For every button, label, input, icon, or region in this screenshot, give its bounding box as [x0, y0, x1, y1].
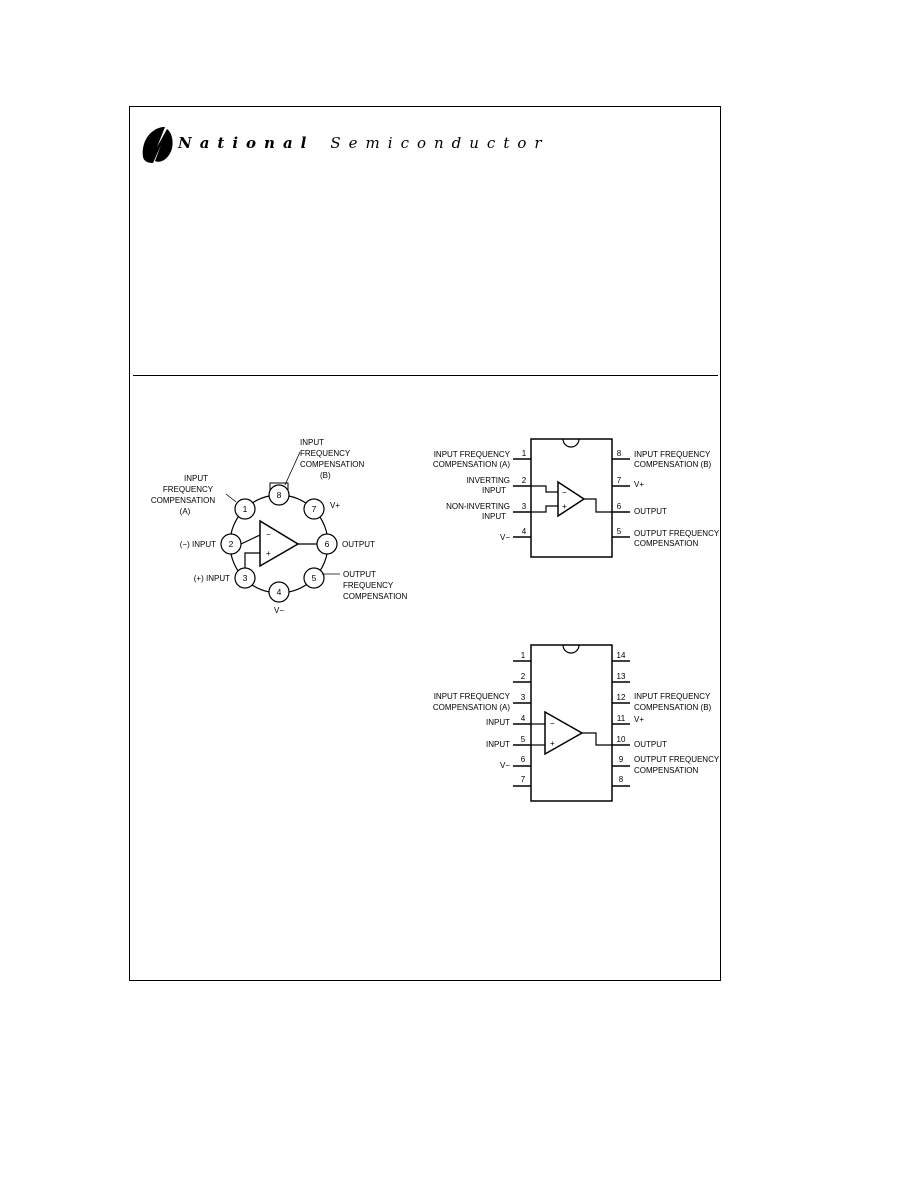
dip14-pin-label: COMPENSATION [634, 766, 699, 775]
dip14-pin-num: 3 [521, 693, 526, 702]
dip14-pin-label: OUTPUT [634, 740, 667, 749]
can-label-comp-b-4: (B) [320, 471, 331, 480]
brand-wordmark: National Semiconductor [178, 134, 550, 152]
dip8-pin-label: V− [500, 533, 510, 542]
dip14-pin-label: INPUT [486, 740, 510, 749]
dip8-pin-label: V+ [634, 480, 644, 489]
dip14-pin-num: 8 [619, 775, 624, 784]
dip14-pin-num: 12 [617, 693, 626, 702]
can-pin-3: 3 [243, 573, 248, 583]
dip8-pin-label: COMPENSATION [634, 539, 699, 548]
can-pin-5: 5 [312, 573, 317, 583]
dip14-pin-num: 10 [617, 735, 626, 744]
dip8-pin-num: 6 [617, 502, 622, 511]
national-logo-icon [142, 127, 173, 163]
dip14-opamp-symbol [544, 710, 584, 756]
metal-can-diagram: 1 2 3 4 5 6 7 8 − + INPUT FREQUENCY COMP… [151, 438, 408, 615]
dip14-minus-sign: − [550, 719, 555, 728]
can-label-comp-a-2: FREQUENCY [163, 485, 214, 494]
can-label-comp-b-2: FREQUENCY [300, 449, 351, 458]
can-label-comp-a-3: COMPENSATION [151, 496, 216, 505]
dip8-pin-label: INPUT [482, 512, 506, 521]
dip8-pin-label: OUTPUT FREQUENCY [634, 529, 720, 538]
dip14-pin-num: 1 [521, 651, 526, 660]
dip14-pin-num: 7 [521, 775, 526, 784]
can-opamp-symbol [259, 519, 300, 568]
can-label-vminus: V− [274, 606, 284, 615]
dip8-pin-label: COMPENSATION (A) [433, 460, 511, 469]
dip14-body [530, 644, 613, 802]
dip14-pin-num: 13 [617, 672, 626, 681]
dip8-pin-label: INPUT [482, 486, 506, 495]
can-label-comp-b-3: COMPENSATION [300, 460, 365, 469]
dip14-pin-label: V+ [634, 715, 644, 724]
page-frame [129, 106, 721, 981]
dip14-pin-label: COMPENSATION (B) [634, 703, 712, 712]
dip8-pin-num: 2 [522, 476, 527, 485]
can-plus-sign: + [266, 549, 271, 558]
can-pin-8: 8 [277, 490, 282, 500]
dip8-pin-label: COMPENSATION (B) [634, 460, 712, 469]
dip14-pin-label: V− [500, 761, 510, 770]
can-label-plus-input: (+) INPUT [194, 574, 230, 583]
dip14-pin-label: INPUT FREQUENCY [434, 692, 511, 701]
brand-suffix: Semiconductor [330, 134, 550, 152]
can-label-comp-a-1: INPUT [184, 474, 208, 483]
can-pin-7: 7 [312, 504, 317, 514]
can-pin-6: 6 [325, 539, 330, 549]
dip14-pin-num: 5 [521, 735, 526, 744]
dip14-pin-label: OUTPUT FREQUENCY [634, 755, 720, 764]
can-label-out-comp-1: OUTPUT [343, 570, 376, 579]
dip8-pin-label: NON-INVERTING [446, 502, 510, 511]
dip8-pin-num: 4 [522, 527, 527, 536]
can-pin-1: 1 [243, 504, 248, 514]
dip14-pin-num: 14 [617, 651, 626, 660]
dip14-pin-num: 4 [521, 714, 526, 723]
can-label-comp-b-1: INPUT [300, 438, 324, 447]
can-label-minus-input: (−) INPUT [180, 540, 216, 549]
dip14-notch [562, 644, 580, 654]
dip8-opamp-symbol [557, 480, 586, 518]
dip8-pin-num: 1 [522, 449, 527, 458]
dip14-pin-num: 2 [521, 672, 526, 681]
dip14-pin-label: INPUT FREQUENCY [634, 692, 711, 701]
can-pins: 1 2 3 4 5 6 7 8 [220, 484, 338, 603]
can-label-vplus: V+ [330, 501, 340, 510]
dip8-pin-num: 8 [617, 449, 622, 458]
can-minus-sign: − [266, 530, 271, 539]
can-label-out-comp-2: FREQUENCY [343, 581, 394, 590]
can-pin-4: 4 [277, 587, 282, 597]
can-label-comp-a-4: (A) [180, 507, 191, 516]
dip14-pin-num: 6 [521, 755, 526, 764]
dip8-pin-label: INPUT FREQUENCY [434, 450, 511, 459]
dip14-plus-sign: + [550, 739, 555, 748]
brand-name: National [178, 134, 315, 152]
dip8-plus-sign: + [562, 502, 567, 511]
dip8-pin-label: INVERTING [467, 476, 510, 485]
dip8-pin-label: OUTPUT [634, 507, 667, 516]
dip14-pin-num: 9 [619, 755, 624, 764]
dip8-pin-num: 5 [617, 527, 622, 536]
can-pin-2: 2 [229, 539, 234, 549]
dip8-diagram: − + 1 INPUT FREQUENCY COMPENSATION (A) 2… [433, 438, 720, 558]
dip8-pin-num: 7 [617, 476, 622, 485]
dip14-pin-num: 11 [617, 714, 626, 723]
dip14-pin-label: COMPENSATION (A) [433, 703, 511, 712]
dip8-minus-sign: − [562, 488, 567, 497]
dip14-pin-label: INPUT [486, 718, 510, 727]
section-divider [133, 375, 718, 376]
dip8-pin-label: INPUT FREQUENCY [634, 450, 711, 459]
can-label-output: OUTPUT [342, 540, 375, 549]
dip14-diagram: − + 1 2 3 INPUT FREQUENCY COMPENSATION (… [433, 644, 720, 802]
can-label-out-comp-3: COMPENSATION [343, 592, 408, 601]
dip8-notch [562, 438, 580, 448]
dip8-pin-num: 3 [522, 502, 527, 511]
